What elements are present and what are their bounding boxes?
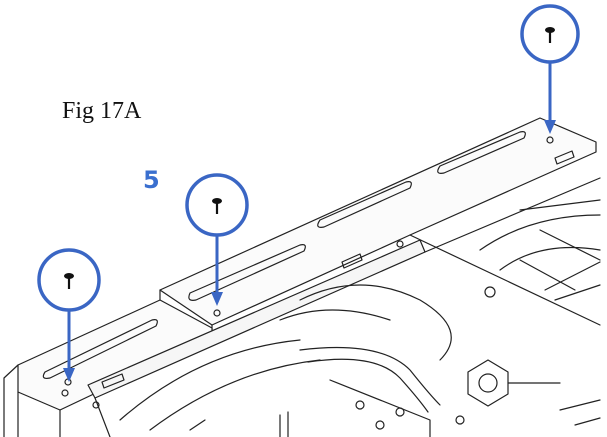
screw-callout-top-right [520, 4, 580, 134]
step-number: 5 [143, 166, 160, 194]
screw-icon [64, 273, 74, 289]
screw-callout-left [37, 248, 101, 382]
unit-line-art [3, 117, 601, 437]
screw-icon [212, 198, 222, 214]
screw-callout-middle [185, 173, 249, 306]
figure-label: Fig 17A [62, 98, 142, 124]
screw-icon [545, 27, 555, 43]
